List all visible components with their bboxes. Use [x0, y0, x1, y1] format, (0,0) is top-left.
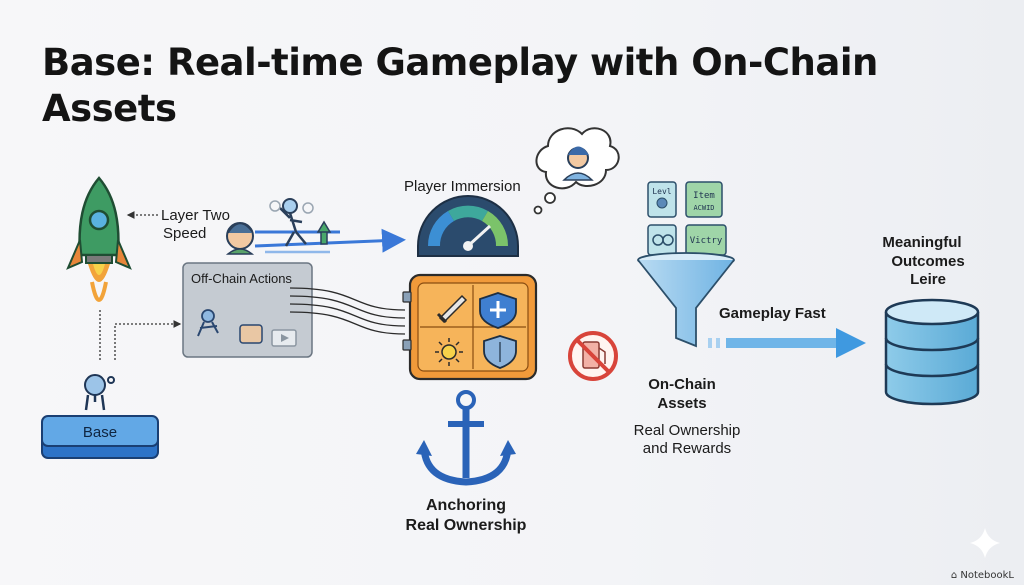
gameplay-fast-label: Gameplay Fast [719, 305, 826, 322]
sun-gem-icon [435, 338, 463, 366]
anchoring-label-1: Anchoring [426, 497, 506, 514]
tile-level-label: Levl [652, 187, 671, 196]
player-character-icon [84, 374, 115, 411]
on-chain-assets-label-2: Assets [657, 395, 707, 412]
anchoring-label-2: Real Ownership [405, 517, 527, 534]
connector-lines [289, 287, 406, 335]
watermark-text: NotebookL [960, 570, 1014, 581]
meaningful-label-2: Outcomes [891, 253, 965, 270]
off-chain-actions-box[interactable] [182, 262, 313, 358]
shield-plus-icon [479, 292, 517, 329]
no-gas-fee-icon [568, 331, 618, 381]
title-line-1: Base: Real-time Gameplay with On-Chain [42, 41, 878, 84]
game-assets-card[interactable] [402, 273, 538, 381]
tile-item-sublabel: ACWID [693, 204, 714, 212]
anchor-icon [416, 390, 516, 486]
base-label: Base [82, 424, 118, 441]
tile-item-label: Item [693, 191, 715, 201]
meaningful-label-1: Meaningful [882, 234, 962, 251]
funnel-icon [637, 252, 735, 348]
tile-item [685, 181, 723, 218]
sword-icon [436, 294, 468, 324]
player-immersion-label: Player Immersion [404, 178, 521, 195]
running-figure-icon [269, 198, 332, 247]
on-chain-assets-label-1: On-Chain [648, 376, 716, 393]
off-chain-actions-label: Off-Chain Actions [191, 271, 292, 286]
inventory-tiles [647, 181, 727, 256]
rocket-icon [66, 176, 132, 302]
meaningful-label-3: Leire [910, 271, 946, 288]
sparkle-icon [970, 528, 1000, 558]
shield-icon [483, 335, 517, 369]
real-ownership-label-2: and Rewards [642, 440, 732, 457]
tile-gears [647, 224, 677, 256]
base-to-offchain-link [114, 320, 182, 360]
notebooklm-watermark: ⌂ NotebookL [950, 570, 1014, 581]
real-ownership-label-1: Real Ownership [633, 422, 741, 439]
layer-two-label-1: Layer Two [161, 207, 230, 224]
base-platform[interactable] [41, 415, 159, 459]
database-icon [884, 298, 980, 406]
page-title: Base: Real-time Gameplay with On-Chain A… [42, 40, 878, 132]
avatar-icon [225, 222, 255, 255]
title-line-2: Assets [42, 87, 177, 130]
gameplay-fast-arrow [708, 328, 866, 358]
layer-two-label-2: Speed [163, 225, 207, 242]
thought-bubble [533, 127, 620, 215]
tile-victory-label: Victry [690, 236, 723, 246]
immersion-gauge-icon [417, 195, 519, 257]
